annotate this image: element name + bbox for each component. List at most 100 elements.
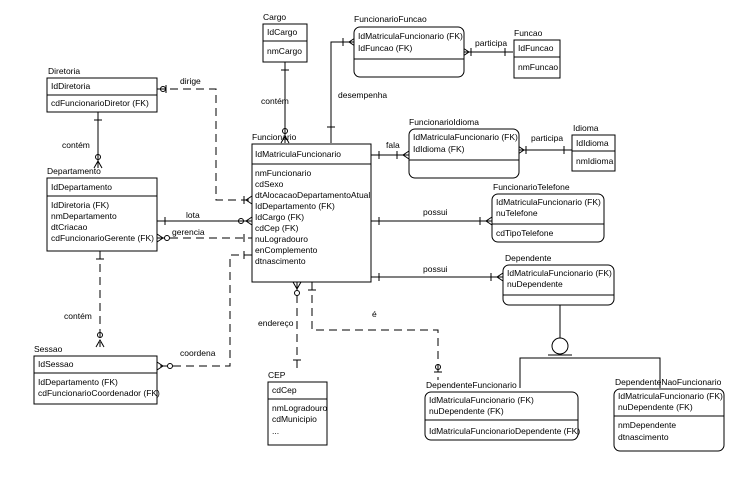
pk-attr: IdMatriculaFuncionario (FK): [358, 31, 463, 41]
attr: nuLogradouro: [255, 234, 308, 244]
rel-label-contem-diretoria: contém: [62, 140, 90, 150]
entity-title: FuncionarioFuncao: [354, 14, 427, 24]
attr: dtCriacao: [51, 222, 88, 232]
entity-idioma[interactable]: Idioma IdIdioma nmIdioma: [571, 123, 616, 172]
rel-label-e: é: [372, 309, 377, 319]
rel-label-desempenha: desempenha: [338, 90, 387, 100]
entity-box[interactable]: [267, 381, 328, 446]
pk-attr: nuDependente: [507, 279, 563, 289]
rel-lota: lota: [157, 210, 253, 226]
rel-label-coordena: coordena: [180, 348, 216, 358]
entity-box[interactable]: [424, 391, 579, 441]
pk-attr: IdIdioma: [576, 138, 609, 148]
rel-label-contem-cargo: contém: [261, 96, 289, 106]
entity-box[interactable]: [571, 134, 616, 172]
entity-dependente[interactable]: Dependente IdMatriculaFuncionario (FK) n…: [502, 253, 615, 306]
entity-title: Sessao: [34, 344, 63, 354]
entity-title: Departamento: [47, 166, 101, 176]
rel-coordena: coordena: [156, 251, 252, 371]
entity-funcionario-telefone[interactable]: FuncionarioTelefone IdMatriculaFuncionar…: [491, 182, 605, 243]
attr: IdCargo (FK): [255, 212, 304, 222]
pk-attr: IdFuncao (FK): [358, 43, 412, 53]
entity-box[interactable]: [613, 388, 725, 452]
entity-title: Idioma: [573, 123, 599, 133]
entity-title: CEP: [268, 370, 286, 380]
entity-box[interactable]: [46, 177, 158, 252]
pk-attr: nuTelefone: [496, 208, 538, 218]
entity-departamento[interactable]: Departamento IdDepartamento IdDiretoria …: [46, 166, 158, 252]
attr: nmCargo: [267, 46, 302, 56]
entity-title: Dependente: [505, 253, 552, 263]
pk-attr: IdFuncao: [518, 43, 554, 53]
rel-label-possui-dependente: possui: [423, 264, 448, 274]
entity-box[interactable]: [262, 23, 308, 63]
entity-title: Cargo: [263, 12, 286, 22]
pk-attr: nuDependente (FK): [618, 402, 693, 412]
rel-label-possui-telefone: possui: [423, 207, 448, 217]
rel-label-endereco: endereço: [258, 318, 294, 328]
entity-funcao[interactable]: Funcao IdFuncao nmFuncao: [513, 28, 561, 79]
attr: nmFuncionario: [255, 168, 311, 178]
pk-attr: IdMatriculaFuncionario (FK): [496, 197, 601, 207]
rel-label-lota: lota: [186, 210, 200, 220]
entity-box[interactable]: [251, 143, 372, 283]
attr: cdSexo: [255, 179, 284, 189]
pk-attr: IdMatriculaFuncionario (FK): [429, 395, 534, 405]
rel-contem-cargo: contém: [261, 62, 290, 144]
entity-cargo[interactable]: Cargo IdCargo nmCargo: [262, 12, 308, 63]
pk-attr: IdMatriculaFuncionario (FK): [618, 391, 723, 401]
pk-attr: IdSessao: [38, 359, 74, 369]
rel-gerencia: gerencia: [156, 227, 252, 243]
rel-desempenha: desempenha: [327, 37, 387, 143]
attr: nmFuncao: [518, 62, 558, 72]
entity-diretoria[interactable]: Diretoria IdDiretoria cdFuncionarioDiret…: [46, 66, 158, 113]
attr: cdCep (FK): [255, 223, 299, 233]
subtype-discriminator: [519, 305, 661, 388]
entity-box[interactable]: [491, 193, 605, 243]
attr: nmDependente: [618, 420, 676, 430]
rel-endereco: endereço: [258, 281, 302, 368]
pk-attr: IdMatriculaFuncionario (FK): [413, 132, 518, 142]
attr: nmLogradouro: [272, 403, 328, 413]
rel-participa-funcao: participa: [462, 38, 513, 57]
entity-cep[interactable]: CEP cdCep nmLogradouro cdMunicipio ...: [267, 370, 328, 446]
entity-title: Diretoria: [48, 66, 80, 76]
entity-funcionario-funcao[interactable]: FuncionarioFuncao IdMatriculaFuncionario…: [353, 14, 465, 78]
rel-contem-diretoria: contém: [62, 112, 103, 169]
attr: cdFuncionarioCoordenador (FK): [38, 388, 160, 398]
entity-box[interactable]: [513, 39, 561, 79]
attr: enComplemento: [255, 245, 318, 255]
entity-title: Funcionario: [252, 132, 297, 142]
entity-title: DependenteNaoFuncionario: [615, 377, 722, 387]
rel-label-participa-idioma: participa: [531, 133, 563, 143]
pk-attr: IdMatriculaFuncionario: [255, 149, 341, 159]
attr: nmDepartamento: [51, 211, 117, 221]
rel-dirige: dirige: [157, 76, 253, 205]
entity-funcionario-idioma[interactable]: FuncionarioIdioma IdMatriculaFuncionario…: [408, 117, 520, 179]
entity-title: FuncionarioTelefone: [493, 182, 570, 192]
attr: cdFuncionarioDiretor (FK): [51, 98, 149, 108]
rel-possui-telefone: possui: [371, 207, 493, 226]
entity-box[interactable]: [353, 26, 465, 78]
rel-label-dirige: dirige: [180, 76, 201, 86]
attr: IdDepartamento (FK): [255, 201, 335, 211]
entity-title: DependenteFuncionario: [426, 380, 517, 390]
attr: dtnascimento: [618, 432, 669, 442]
pk-attr: cdCep: [272, 385, 297, 395]
attr: cdTipoTelefone: [496, 228, 554, 238]
pk-attr: nuDependente (FK): [429, 406, 504, 416]
entity-title: FuncionarioIdioma: [409, 117, 479, 127]
entity-sessao[interactable]: Sessao IdSessao IdDepartamento (FK) cdFu…: [33, 344, 160, 405]
entity-box[interactable]: [408, 128, 520, 179]
entity-dependente-funcionario[interactable]: DependenteFuncionario IdMatriculaFuncion…: [424, 380, 580, 441]
rel-fala: fala: [371, 140, 410, 160]
entity-title: Funcao: [514, 28, 543, 38]
entity-dependente-nao-funcionario[interactable]: DependenteNaoFuncionario IdMatriculaFunc…: [613, 377, 725, 452]
entity-funcionario[interactable]: Funcionario IdMatriculaFuncionario nmFun…: [251, 132, 372, 283]
pk-attr: IdCargo: [267, 27, 298, 37]
attr: nmIdioma: [576, 156, 614, 166]
attr: IdDepartamento (FK): [38, 377, 118, 387]
entity-box[interactable]: [33, 355, 158, 405]
pk-attr: IdMatriculaFuncionario (FK): [507, 268, 612, 278]
attr: dtnascimento: [255, 256, 306, 266]
